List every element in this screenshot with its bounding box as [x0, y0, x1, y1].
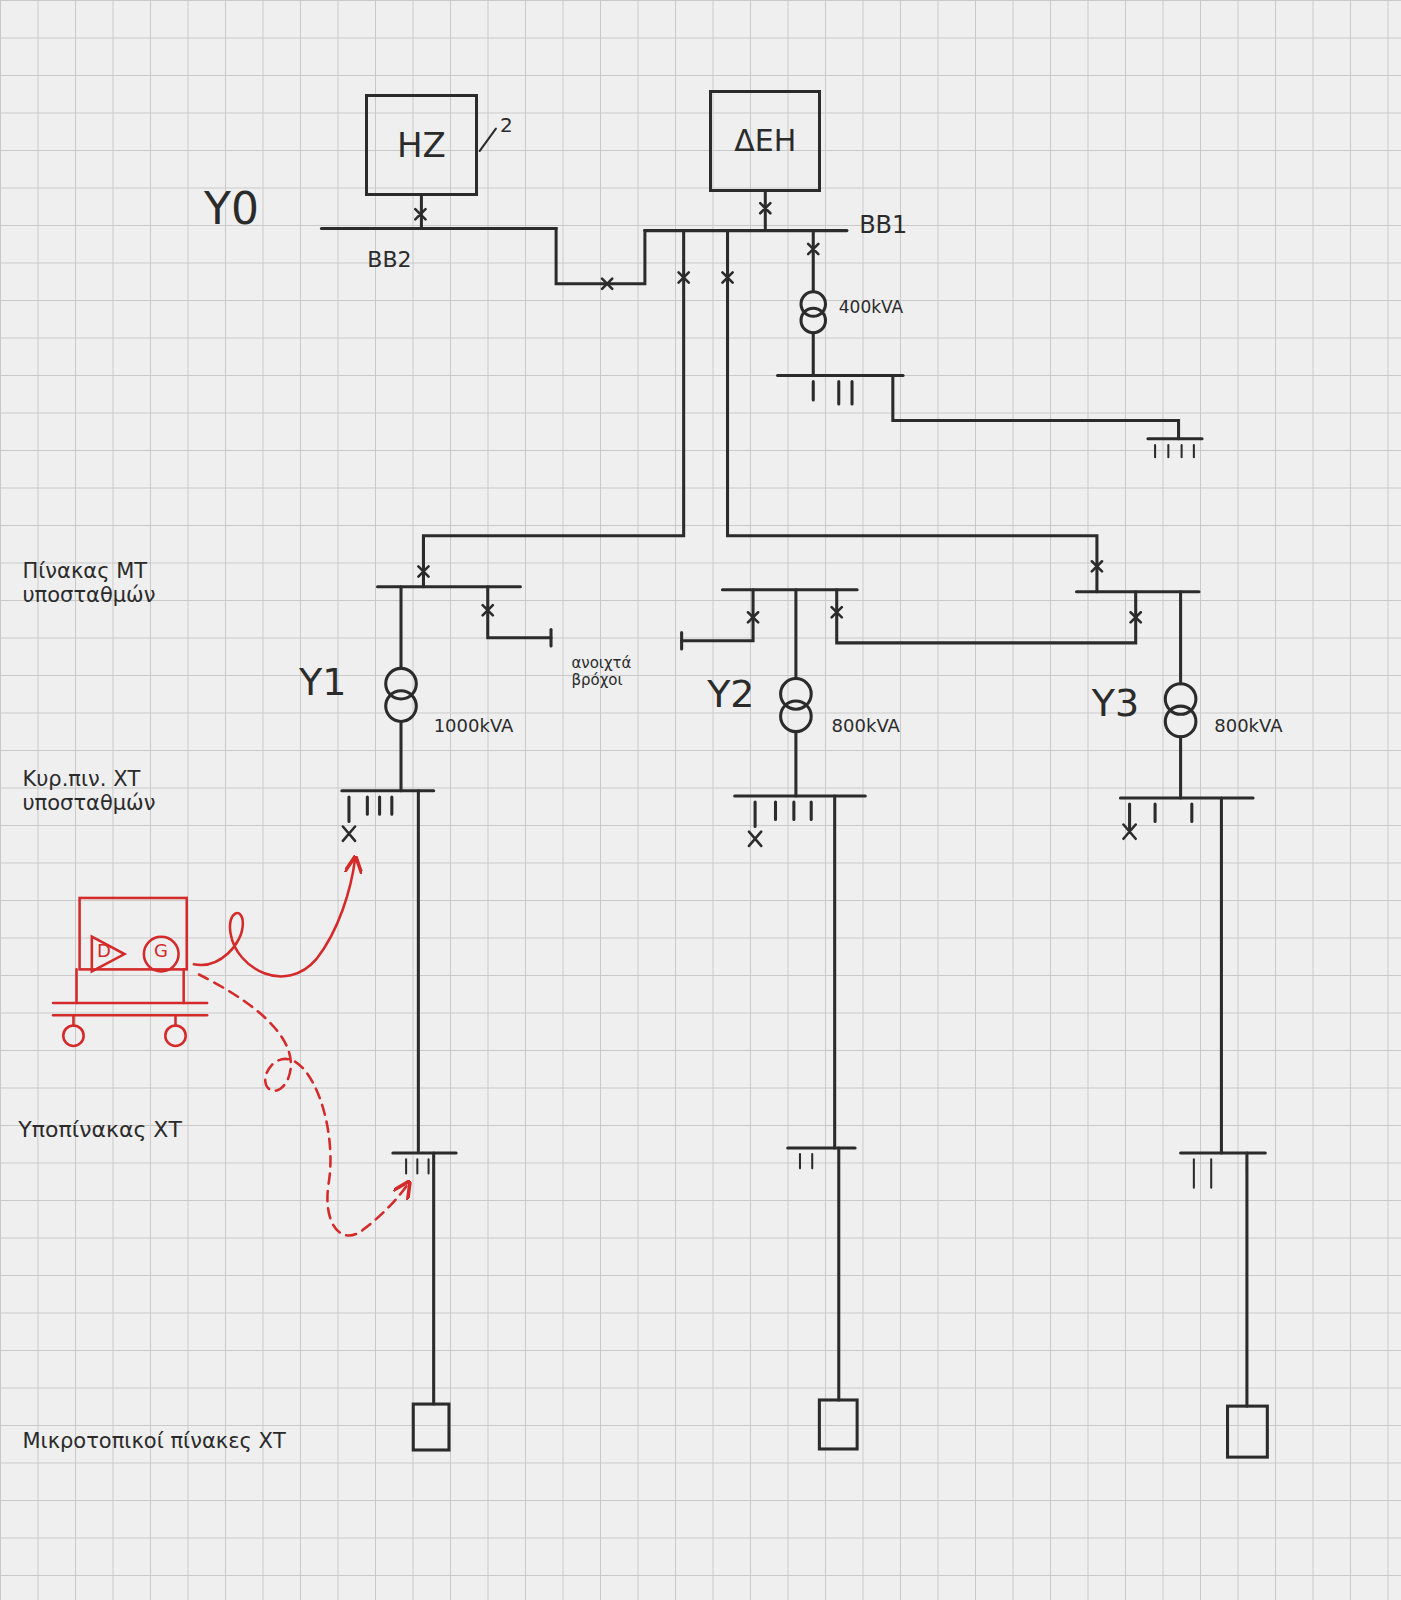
- utility-supply-box: ΔΕΗ: [709, 90, 821, 192]
- bus-coupling-line: [421, 192, 765, 284]
- note-label: ανοιχτά βρόχοι: [571, 655, 663, 690]
- level-label: Μικροτοπικοί πίνακες ΧΤ: [22, 1429, 285, 1453]
- generator-symbol-label: G: [154, 941, 168, 962]
- rating-label: 1000kVA: [434, 716, 514, 737]
- substation-name: Y2: [707, 673, 754, 717]
- box-label: HZ: [397, 125, 446, 165]
- generator-set-box: HZ: [365, 94, 477, 196]
- level-label: Υποπίνακας ΧΤ: [18, 1117, 182, 1142]
- rating-label: 400kVA: [839, 298, 903, 318]
- diesel-symbol-label: D: [97, 941, 111, 962]
- rating-label: 800kVA: [832, 716, 900, 737]
- level-label: Πίνακας ΜΤ υποσταθμών: [22, 559, 190, 607]
- substation-name: Y1: [299, 661, 346, 705]
- unit-count: 2: [500, 114, 513, 137]
- busbar-name: BB2: [367, 247, 411, 272]
- substation-name: Y0: [204, 184, 259, 235]
- busbar-name: BB1: [859, 212, 907, 240]
- substation-name: Y3: [1092, 682, 1139, 726]
- box-label: ΔΕΗ: [734, 123, 796, 158]
- level-label: Κυρ.πιν. ΧΤ υποσταθμών: [22, 767, 195, 815]
- rating-label: 800kVA: [1214, 716, 1282, 737]
